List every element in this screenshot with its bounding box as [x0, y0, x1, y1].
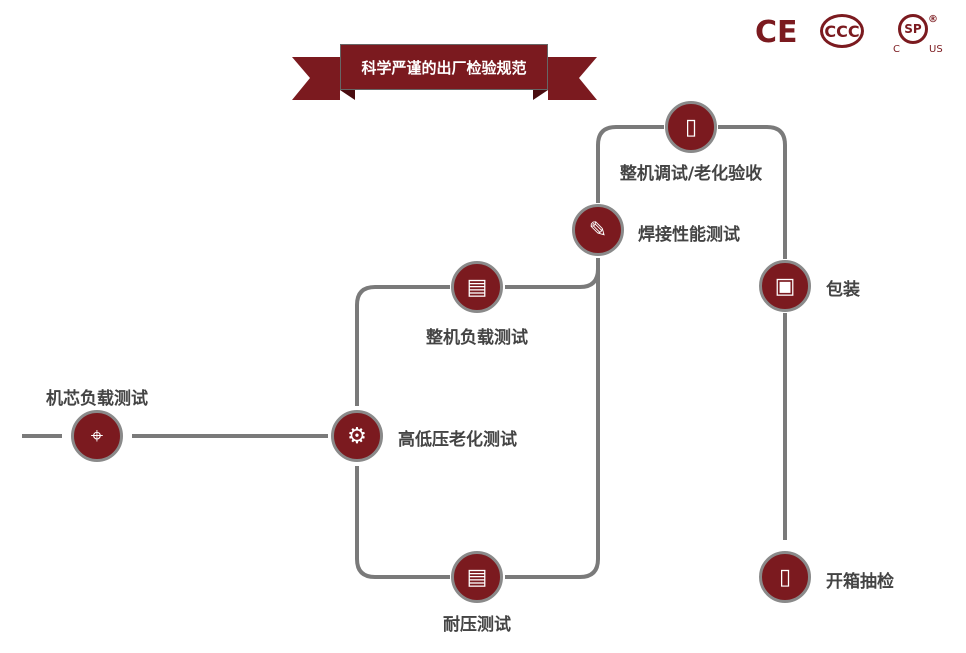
welding-torch-icon: ✎ [572, 204, 624, 256]
gear-cycle-icon: ⚙ [331, 410, 383, 462]
csa-us: US [929, 44, 943, 55]
box-icon: ▣ [759, 260, 811, 312]
step-label-full-load: 整机负载测试 [426, 328, 528, 348]
step-label-unbox-check: 开箱抽检 [826, 572, 894, 592]
machine-icon: ▤ [451, 551, 503, 603]
ccc-logo: CCC [820, 14, 864, 48]
step-label-packing: 包装 [826, 280, 860, 300]
multimeter-icon: ▯ [665, 101, 717, 153]
step-label-welding: 焊接性能测试 [638, 225, 740, 245]
machine-icon: ▤ [451, 261, 503, 313]
step-label-withstand: 耐压测试 [443, 615, 511, 635]
step-label-core-load: 机芯负载测试 [46, 389, 148, 409]
csa-logo: SP [898, 14, 928, 44]
ce-logo: CE [755, 15, 798, 50]
multimeter-icon: ▯ [759, 551, 811, 603]
step-label-aging: 高低压老化测试 [398, 430, 517, 450]
title-banner: 科学严谨的出厂检验规范 [340, 44, 548, 90]
step-label-debug: 整机调试/老化验收 [619, 164, 763, 184]
csa-c: C [893, 44, 900, 55]
registered-mark: ® [928, 14, 938, 25]
crosshair-icon: ⌖ [71, 410, 123, 462]
